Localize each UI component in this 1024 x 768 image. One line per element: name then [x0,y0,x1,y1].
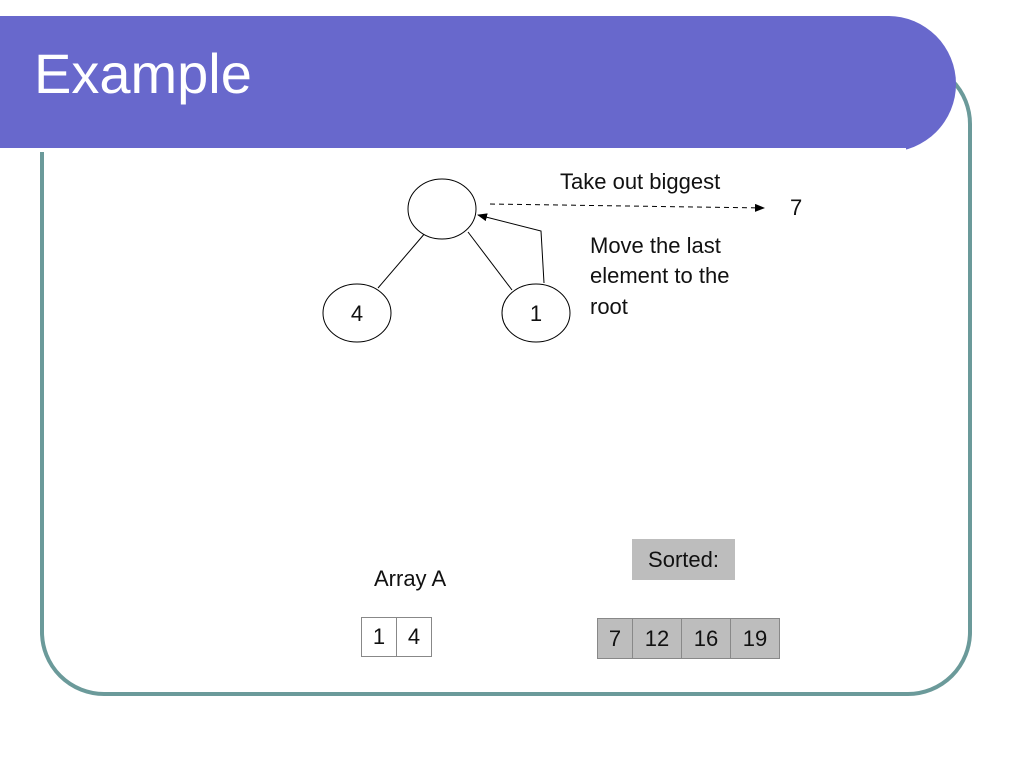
edge-root-right [467,231,513,291]
array-label: Array A [374,566,447,591]
left-child-node [322,283,392,343]
right-child-node [501,283,571,343]
left-child-value: 4 [351,301,363,326]
move-to-root-arrow [477,213,545,284]
array-cell: 4 [396,617,432,657]
sorted-label: Sorted: [632,539,735,580]
take-out-arrow [489,203,765,212]
slide-title: Example [34,42,252,105]
move-label-line-3: root [590,293,628,319]
root-node [407,178,477,240]
array-cell: 1 [361,617,397,657]
move-label-line-2: element to the [590,263,730,289]
move-last-label: Move the last element to the root [590,231,729,322]
array-cells: 1 4 [361,617,432,657]
take-out-label: Take out biggest [560,169,721,194]
sorted-cells: 7 12 16 19 [597,618,780,659]
sorted-cell: 7 [597,618,633,659]
sorted-cell: 16 [681,618,731,659]
edge-root-left [377,231,427,289]
extracted-value: 7 [790,195,803,220]
move-label-line-1: Move the last [590,233,721,258]
title-bar [0,16,956,152]
right-child-value: 1 [530,301,542,326]
title-underline [0,148,906,152]
sorted-cell: 19 [730,618,780,659]
sorted-cell: 12 [632,618,682,659]
